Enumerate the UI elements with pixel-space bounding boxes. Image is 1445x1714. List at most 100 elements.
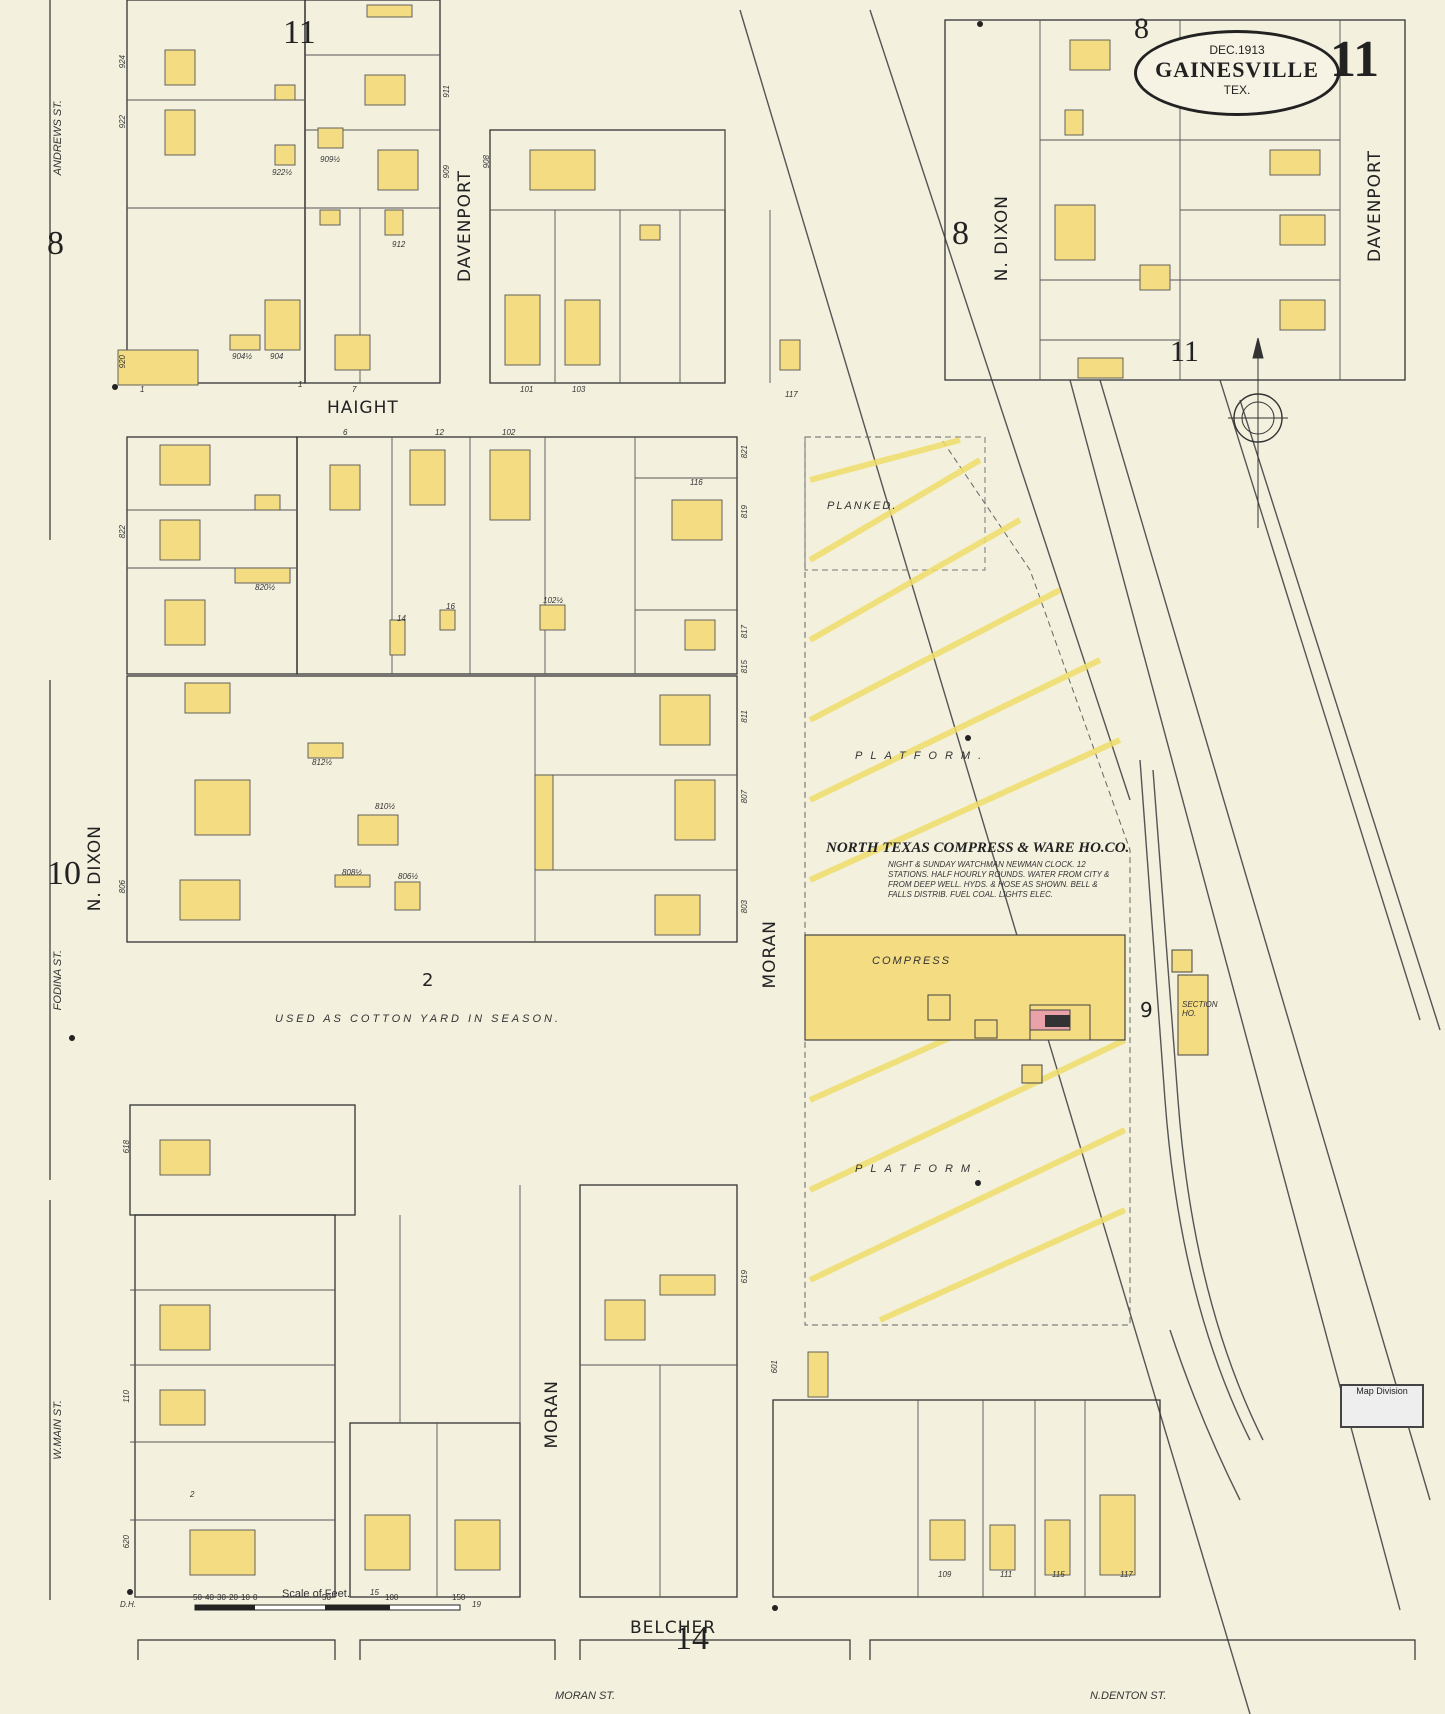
scale-tick: 40 [205, 1593, 214, 1602]
house-number: 819 [740, 505, 749, 519]
sheet-ref-11: 11 [283, 14, 316, 51]
company-fire-notes: NIGHT & SUNDAY WATCHMAN NEWMAN CLOCK. 12… [888, 860, 1110, 899]
compass-rose [1228, 337, 1288, 528]
compress-label: COMPRESS [872, 955, 951, 967]
dwelling-buildings [117, 4, 1326, 1576]
scale-tick: 20 [229, 1593, 238, 1602]
house-number: 117 [785, 390, 798, 399]
outbuildings [229, 84, 1171, 1398]
house-number: 110 [122, 1390, 131, 1403]
sheet-ref-14: 14 [675, 1620, 709, 1657]
scale-bar [194, 1604, 461, 1611]
house-number: 7 [352, 385, 357, 394]
house-number: 811 [740, 710, 749, 723]
street-n-dixon: N. DIXON [85, 825, 105, 912]
house-number: 909½ [320, 155, 341, 164]
street-haight: HAIGHT [327, 398, 399, 418]
street-w-main-st: W.MAIN ST. [52, 1400, 64, 1460]
state-name: TEX. [1223, 83, 1251, 97]
house-number: 102 [502, 428, 516, 437]
house-number: 618 [122, 1140, 131, 1154]
house-number: 115 [1052, 1570, 1065, 1579]
map-date: DEC.1913 [1209, 43, 1265, 57]
house-number: 14 [397, 614, 406, 623]
house-number: 812½ [312, 758, 333, 767]
house-number: 924 [118, 55, 127, 69]
scale-tick: 30 [217, 1593, 226, 1602]
house-number: 6 [343, 428, 348, 437]
block-number-2: 2 [422, 970, 435, 991]
railroad-tracks [739, 9, 1441, 1714]
planked-note: PLANKED. [827, 500, 898, 512]
street-fodina-st: FODINA ST. [52, 950, 64, 1011]
platform-lower-note: PLATFORM. [855, 1163, 990, 1175]
street-davenport: DAVENPORT [455, 170, 475, 283]
section-house-label: SECTION HO. [1182, 1000, 1218, 1018]
house-number: 101 [520, 385, 534, 394]
house-number: 103 [572, 385, 586, 394]
compress-yard [804, 436, 1209, 1326]
sheet-ref-inset-8-left: 8 [952, 215, 969, 252]
house-number: 904½ [232, 352, 253, 361]
house-number: 102½ [543, 596, 564, 605]
street-moran-st: MORAN ST. [555, 1690, 616, 1702]
house-number: 911 [442, 85, 451, 98]
house-number: 909 [442, 165, 451, 179]
house-number: 920 [118, 355, 127, 369]
scale-tick: 50 [193, 1593, 202, 1602]
scale-tick: 100 [385, 1593, 399, 1602]
sheet-ref-8: 8 [47, 225, 64, 262]
house-number: 922½ [272, 168, 293, 177]
dh-label: D.H. [120, 1600, 136, 1609]
house-number: 111 [1000, 1570, 1013, 1579]
block-outlines [126, 0, 1406, 1598]
title-cartouche: DEC.1913 GAINESVILLE TEX. [1134, 30, 1340, 116]
street-davenport-inset: DAVENPORT [1365, 150, 1385, 263]
scale-label: Scale of Feet. [282, 1588, 350, 1600]
house-number: 817 [740, 625, 749, 639]
house-number: 821 [740, 445, 749, 459]
sheet-ref-inset-11: 11 [1170, 335, 1199, 368]
house-number: 620 [122, 1535, 131, 1549]
scale-tick: 0 [253, 1593, 258, 1602]
house-number: 815 [740, 660, 749, 674]
house-number: 15 [370, 1588, 379, 1597]
house-number: 806 [118, 880, 127, 894]
scale-tick: 50 [322, 1593, 331, 1602]
house-number: 807 [740, 790, 749, 804]
platform-upper-note: PLATFORM. [855, 750, 990, 762]
house-number: 109 [938, 1570, 952, 1579]
house-number: 601 [770, 1360, 779, 1374]
house-number: 12 [435, 428, 444, 437]
street-belcher: BELCHER [630, 1618, 717, 1638]
house-number: 810½ [375, 802, 396, 811]
house-number: 922 [118, 115, 127, 129]
house-number: 116 [690, 478, 703, 487]
street-moran-upper: MORAN [760, 920, 780, 989]
page-number: 11 [1330, 31, 1380, 88]
house-number: 822 [118, 525, 127, 539]
cotton-yard-note: USED AS COTTON YARD IN SEASON. [275, 1013, 562, 1025]
hydrant-dots [69, 21, 983, 1611]
street-n-denton-st: N.DENTON ST. [1090, 1690, 1167, 1702]
house-number: 912 [392, 240, 406, 249]
house-number: 2 [190, 1490, 195, 1499]
house-number: 19 [472, 1600, 481, 1609]
house-number: 619 [740, 1270, 749, 1284]
house-number: 803 [740, 900, 749, 914]
lot-lines [127, 20, 1341, 1597]
street-andrews-st: ANDREWS ST. [52, 100, 64, 176]
house-number: 1 [140, 385, 145, 394]
map-division-label: Map Division [1356, 1386, 1408, 1396]
sheet-ref-9: 9 [1140, 998, 1154, 1022]
street-moran-lower: MORAN [542, 1380, 562, 1449]
company-name: NORTH TEXAS COMPRESS & WARE HO.CO. [826, 840, 1130, 856]
house-number: 820½ [255, 583, 276, 592]
house-number: 806½ [398, 872, 419, 881]
house-number: 16 [446, 602, 455, 611]
house-number: 117 [1120, 1570, 1133, 1579]
house-number: 904 [270, 352, 284, 361]
city-name: GAINESVILLE [1155, 57, 1319, 82]
curb-lines [49, 0, 1416, 1660]
